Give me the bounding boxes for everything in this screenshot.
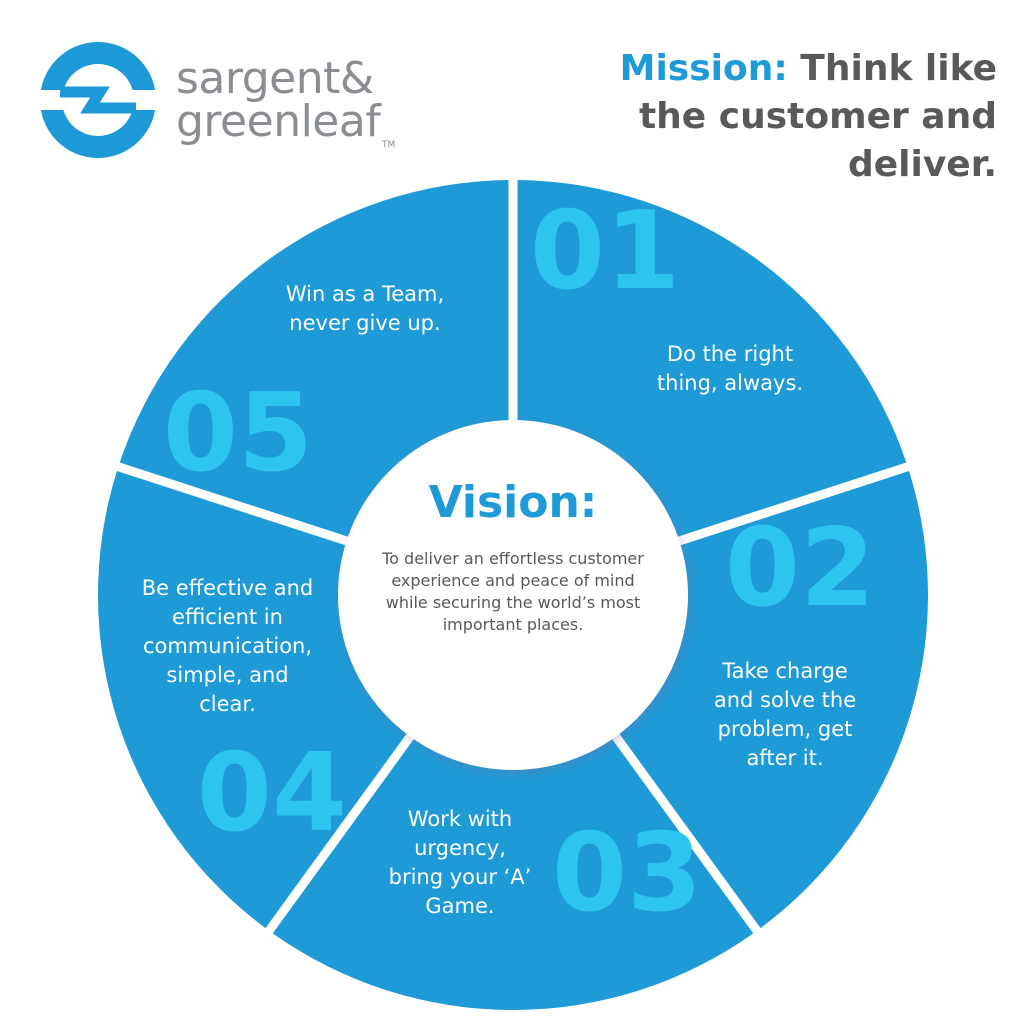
vision-title: Vision: [428, 477, 598, 528]
vision-center-circle [338, 420, 688, 770]
segment-01-text: Do the right thing, always. [656, 342, 804, 395]
segment-02-text: Take charge and solve the problem, get a… [713, 659, 857, 770]
segment-number-03: 03 [552, 811, 702, 936]
logo-text-sargent: sargent& [176, 53, 374, 104]
segment-05-text: Win as a Team, never give up. [285, 282, 445, 335]
segment-number-05: 05 [163, 371, 313, 496]
mission-statement: Mission: Think like the customer and del… [577, 45, 997, 189]
segment-04-text: Be effective and efficient in communicat… [141, 576, 314, 716]
sargent-greenleaf-logo-mark-icon [38, 42, 158, 158]
mission-text: Think like the customer and deliver. [638, 48, 997, 185]
segment-03-text: Work with urgency, bring your ‘A’ Game. [388, 807, 532, 918]
logo-trademark: TM [382, 140, 396, 150]
segment-number-04: 04 [197, 731, 347, 856]
vision-block: Vision: To deliver an effortless custome… [338, 425, 688, 765]
segment-number-02: 02 [725, 506, 875, 631]
mission-label: Mission: [619, 48, 788, 89]
vision-text: To deliver an effortless customer experi… [382, 549, 644, 634]
logo-text-greenleaf: greenleaf [176, 96, 381, 147]
brand-logo: sargent& greenleaf TM [38, 40, 395, 160]
segment-03 [272, 694, 754, 1010]
segment-numbers: 01 02 03 04 05 [163, 189, 875, 936]
segment-number-01: 01 [530, 189, 680, 314]
